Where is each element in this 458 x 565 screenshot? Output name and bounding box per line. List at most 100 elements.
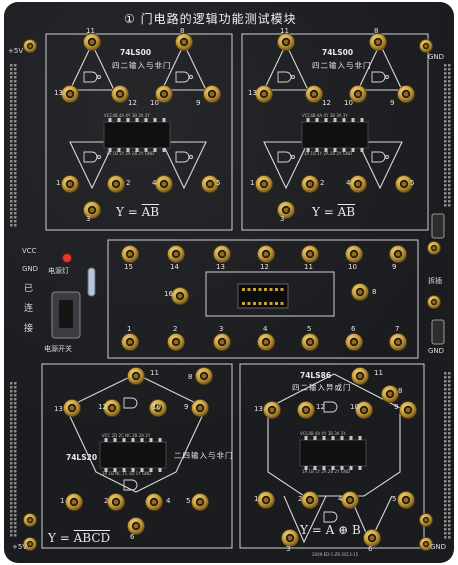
br-pin-header-top: VCC4B 4A 4Y 3B 3A 3Y	[300, 431, 346, 436]
br-pin-5: 5	[392, 495, 397, 503]
tl-pin-10: 10	[150, 99, 159, 107]
tr-pin-2: 2	[320, 179, 325, 187]
tl-pin-header-top: VCC4B 4A 4Y 3B 3A 3Y	[104, 113, 150, 118]
bl-jack-11[interactable]	[127, 367, 145, 385]
socket-pin-top-0: 15	[124, 263, 133, 271]
tl-chip-desc: 四二输入与非门	[112, 61, 172, 70]
br-pin-4: 4	[338, 495, 343, 503]
tr-jack-12[interactable]	[305, 85, 323, 103]
tl-pin-12: 12	[128, 99, 137, 107]
socket-pin-bottom-2: 3	[219, 325, 224, 333]
br-pin-header-bottom: 1A 1B 1Y 2A 2B 2Y GND	[302, 469, 350, 474]
bl-jack-8[interactable]	[195, 367, 213, 385]
br-jack-6[interactable]	[363, 529, 381, 547]
bl-jack-9[interactable]	[191, 399, 209, 417]
bl-pin-11: 11	[150, 369, 159, 377]
tr-jack-13[interactable]	[255, 85, 273, 103]
br-jack-4[interactable]	[341, 491, 359, 509]
tl-jack-11[interactable]	[83, 33, 101, 51]
ic-socket-16	[237, 283, 289, 309]
label-power-led: 电源灯	[48, 267, 69, 275]
socket-jack-top-0[interactable]	[121, 245, 139, 263]
tr-pin-12: 12	[322, 99, 331, 107]
bl-jack-5[interactable]	[191, 493, 209, 511]
socket-jack-top-3[interactable]	[257, 245, 275, 263]
power-jack-6[interactable]	[427, 241, 441, 255]
br-jack-8[interactable]	[381, 385, 399, 403]
socket-jack-top-2[interactable]	[213, 245, 231, 263]
bl-jack-1[interactable]	[65, 493, 83, 511]
bl-pin-4: 4	[166, 497, 171, 505]
socket-pin-top-6: 9	[392, 263, 397, 271]
br-jack-1[interactable]	[257, 491, 275, 509]
bl-pin-header-top: VCC 2D 2C NC 2B 2A 2Y	[102, 433, 151, 438]
bl-jack-4[interactable]	[145, 493, 163, 511]
board-artwork	[10, 33, 451, 551]
tl-jack-9[interactable]	[203, 85, 221, 103]
tl-jack-13[interactable]	[61, 85, 79, 103]
socket-pin-top-1: 14	[170, 263, 179, 271]
br-jack-13[interactable]	[263, 401, 281, 419]
socket-jack-bottom-1[interactable]	[167, 333, 185, 351]
socket-jack-bottom-2[interactable]	[213, 333, 231, 351]
power-led-light	[62, 253, 72, 263]
bl-jack-6[interactable]	[127, 517, 145, 535]
tl-jack-1[interactable]	[61, 175, 79, 193]
socket-pin-top-3: 12	[260, 263, 269, 271]
resistor	[87, 267, 96, 297]
socket-jack-bottom-5[interactable]	[345, 333, 363, 351]
socket-jack-top-1[interactable]	[167, 245, 185, 263]
socket-pin-bottom-3: 4	[263, 325, 268, 333]
label-plus5v-bottom: +5V	[12, 543, 28, 551]
tl-jack-2[interactable]	[107, 175, 125, 193]
tl-jack-4[interactable]	[155, 175, 173, 193]
socket-pin-bottom-6: 7	[395, 325, 400, 333]
label-gnd: GND	[22, 265, 39, 273]
bl-chip-name: 74LS20	[66, 453, 98, 462]
tr-jack-4[interactable]	[349, 175, 367, 193]
tr-jack-11[interactable]	[277, 33, 295, 51]
socket-pin-bottom-4: 5	[307, 325, 312, 333]
tr-pin-13: 13	[248, 89, 257, 97]
socket-jack-top-6[interactable]	[389, 245, 407, 263]
socket-jack-bottom-6[interactable]	[389, 333, 407, 351]
tl-pin-5: 5	[216, 179, 221, 187]
br-formula: Y = A ⊕ B	[300, 523, 361, 537]
tr-pin-header-bottom: 1A 1B 1Y 2A 2B 2Y GND	[304, 151, 352, 156]
br-jack-3[interactable]	[281, 529, 299, 547]
bl-pin-6: 6	[130, 533, 135, 541]
power-jack-0[interactable]	[23, 39, 37, 53]
tl-jack-8[interactable]	[175, 33, 193, 51]
socket-jack-8[interactable]	[351, 283, 369, 301]
tr-chip-name: 74LS00	[322, 48, 354, 57]
br-jack-12[interactable]	[297, 401, 315, 419]
br-jack-5[interactable]	[397, 491, 415, 509]
socket-jack-bottom-0[interactable]	[121, 333, 139, 351]
tr-pin-3: 3	[280, 215, 285, 223]
tl-jack-12[interactable]	[111, 85, 129, 103]
bl-jack-13[interactable]	[63, 399, 81, 417]
tr-jack-1[interactable]	[255, 175, 273, 193]
br-jack-2[interactable]	[301, 491, 319, 509]
socket-jack-bottom-3[interactable]	[257, 333, 275, 351]
tr-jack-9[interactable]	[397, 85, 415, 103]
label-connected-1: 已	[24, 284, 34, 294]
power-jack-7[interactable]	[427, 295, 441, 309]
power-jack-1[interactable]	[419, 39, 433, 53]
socket-jack-16[interactable]	[171, 287, 189, 305]
power-jack-5[interactable]	[419, 513, 433, 527]
label-gnd-top: GND	[428, 53, 445, 61]
socket-jack-bottom-4[interactable]	[301, 333, 319, 351]
br-jack-9[interactable]	[399, 401, 417, 419]
socket-jack-top-5[interactable]	[345, 245, 363, 263]
tr-jack-8[interactable]	[369, 33, 387, 51]
power-jack-4[interactable]	[23, 513, 37, 527]
br-jack-11[interactable]	[351, 367, 369, 385]
bl-jack-2[interactable]	[107, 493, 125, 511]
tl-pin-4: 4	[152, 179, 157, 187]
bl-chip-desc: 二四输入与非门	[174, 451, 234, 460]
socket-pin-top-2: 13	[216, 263, 225, 271]
socket-jack-top-4[interactable]	[301, 245, 319, 263]
bl-pin-8: 8	[188, 373, 193, 381]
tr-jack-2[interactable]	[301, 175, 319, 193]
